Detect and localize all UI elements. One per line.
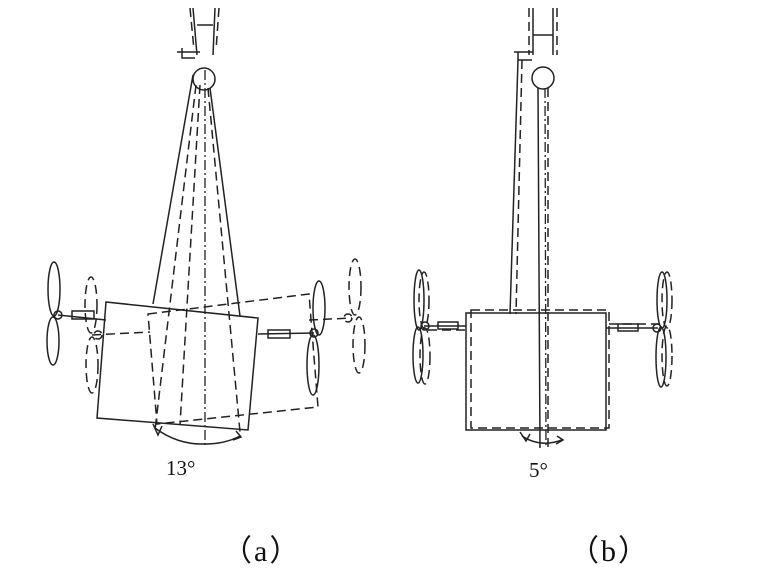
panel-a-caption: （a） xyxy=(222,535,302,568)
panel-a-right-rotor xyxy=(257,258,366,396)
panel-a-diagram xyxy=(46,7,366,445)
panel-a-mount xyxy=(177,7,220,91)
panel-b-suspension-lines xyxy=(509,59,549,449)
panel-b-right-rotor xyxy=(606,271,673,388)
panel-b-diagram xyxy=(412,8,673,449)
panel-b-angle-indicator xyxy=(519,431,565,445)
panel-b-left-rotor xyxy=(412,269,471,385)
panel-a-frame-solid xyxy=(96,301,259,431)
panel-b-mount xyxy=(514,8,558,90)
panel-b-frame-solid xyxy=(465,312,607,431)
panel-a-angle-indicator xyxy=(152,423,243,445)
panel-a-left-rotor xyxy=(46,261,151,394)
panel-b-caption: （b） xyxy=(569,535,650,568)
panel-b-angle-label: 5° xyxy=(529,458,548,482)
panel-a-angle-label: 13° xyxy=(166,456,196,480)
panel-a-suspension-lines xyxy=(152,70,241,445)
panel-b-frame-dashed xyxy=(470,309,610,429)
